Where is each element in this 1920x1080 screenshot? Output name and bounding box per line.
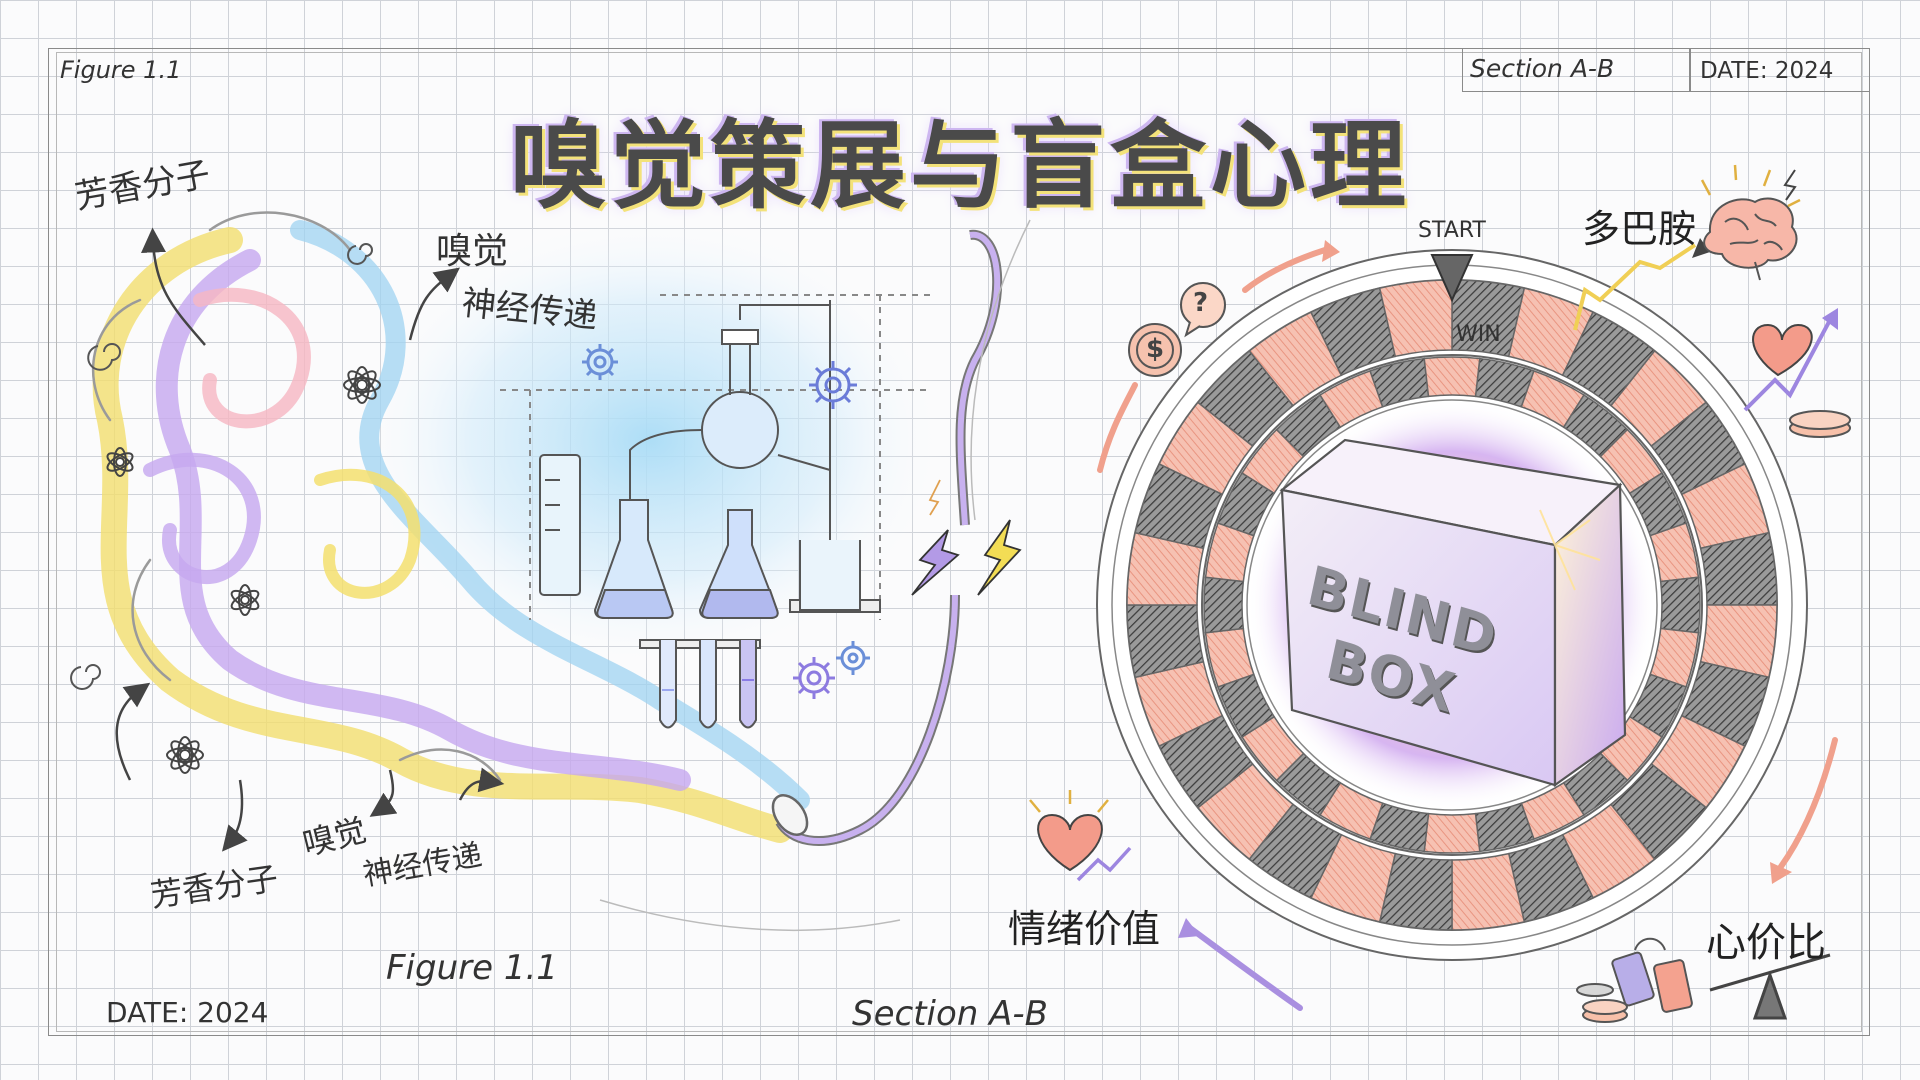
heart-rising-arrow bbox=[1076, 846, 1132, 882]
dopamine-label: 多巴胺 bbox=[1582, 207, 1697, 251]
coins-top-right bbox=[1789, 410, 1851, 438]
aroma-smoke bbox=[91, 211, 810, 843]
balance-scale-icon bbox=[1709, 953, 1831, 1020]
cycle-arrows bbox=[1097, 247, 1838, 1011]
section-label-bottom: Section A-B bbox=[852, 994, 1048, 1034]
lab-apparatus bbox=[500, 294, 930, 729]
figure-label-bottom: Figure 1.1 bbox=[386, 948, 558, 988]
olfactory-label-top: 嗅觉 bbox=[436, 231, 509, 272]
wheel-segment bbox=[1378, 279, 1453, 358]
page-title: 嗅觉策展与盲盒心理 bbox=[510, 110, 1410, 222]
start-pointer bbox=[1430, 254, 1474, 303]
left-arrows bbox=[115, 227, 505, 852]
flower-icons bbox=[106, 366, 381, 774]
heart-icon-bottom-left bbox=[1037, 813, 1103, 872]
coin-icon bbox=[1128, 323, 1182, 377]
brain-icon bbox=[1703, 197, 1798, 281]
question-mark: ? bbox=[1193, 288, 1209, 318]
wheel-segment bbox=[1423, 356, 1481, 398]
gear-icons bbox=[582, 344, 870, 699]
spark-bolt bbox=[1783, 169, 1797, 201]
figure-label-top: Figure 1.1 bbox=[60, 56, 182, 84]
emotional-value-label: 情绪价值 bbox=[1008, 907, 1161, 951]
heart-icon-top-right bbox=[1752, 323, 1813, 377]
section-label-top: Section A-B bbox=[1470, 54, 1615, 83]
start-label: START bbox=[1418, 218, 1486, 243]
date-header-box bbox=[1690, 48, 1870, 92]
heart-spark-lines bbox=[1029, 790, 1109, 813]
connector-tube bbox=[599, 219, 1031, 932]
price-tag-icons bbox=[1611, 937, 1693, 1013]
cycle-arrowheads bbox=[1178, 240, 1792, 938]
spark-lines bbox=[1700, 164, 1801, 208]
date-label-bottom: DATE: 2024 bbox=[106, 996, 269, 1029]
coin-stack-icon bbox=[1576, 983, 1628, 1023]
blind-box-cube bbox=[1279, 438, 1627, 788]
wheel-segment bbox=[1203, 576, 1245, 634]
dopamine-arrow bbox=[1573, 243, 1697, 331]
date-label-top: DATE: 2024 bbox=[1700, 58, 1834, 84]
win-label: WIN bbox=[1456, 322, 1501, 347]
outer-frame bbox=[48, 48, 1870, 1036]
wheel-segments bbox=[1126, 279, 1778, 931]
cost-performance-label: 心价比 bbox=[1706, 920, 1826, 966]
wheel-segment bbox=[1423, 812, 1481, 854]
section-header-box bbox=[1462, 48, 1690, 92]
lightning-icons bbox=[911, 479, 1022, 596]
rising-arrow-icon bbox=[1743, 319, 1832, 412]
spiral-doodles bbox=[70, 243, 373, 690]
inner-frame bbox=[56, 52, 1862, 1032]
wheel-inner-segments bbox=[1203, 356, 1701, 854]
coin-dollar-symbol: $ bbox=[1146, 334, 1165, 364]
question-bubble-icon bbox=[1180, 282, 1226, 338]
wheel-segment bbox=[1659, 576, 1701, 634]
